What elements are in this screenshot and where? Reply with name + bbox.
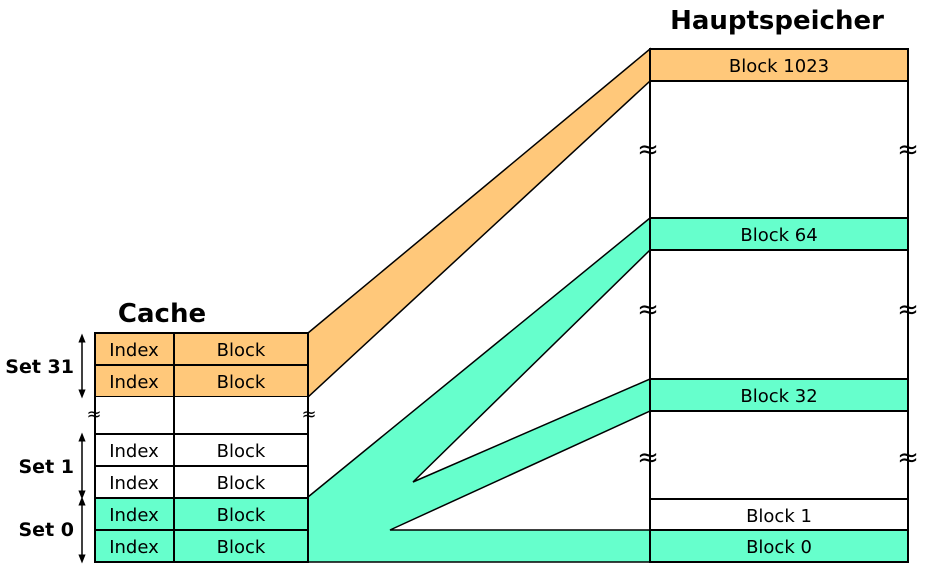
- cache-row-block: [173, 433, 309, 467]
- memory-gap-right-2: ≈: [897, 295, 919, 325]
- memory-gap-left-1: ≈: [637, 135, 659, 165]
- memory-block-1023: [649, 48, 909, 82]
- cache-block-label: Block: [217, 372, 266, 393]
- cache-index-label: Index: [109, 473, 159, 494]
- memory-block-32-label: Block 32: [740, 386, 817, 407]
- cache-block-label: Block: [217, 340, 266, 361]
- band-set31-to-block1023: [307, 47, 651, 399]
- cache-index-label: Index: [109, 441, 159, 462]
- cache-index-label: Index: [109, 537, 159, 558]
- cache-row-block: [173, 465, 309, 499]
- memory-block-32: [649, 378, 909, 412]
- set-0-label: Set 0: [19, 519, 75, 541]
- cache-outline: [94, 332, 309, 563]
- cache-row-block: [173, 497, 309, 531]
- memory-block-64: [649, 217, 909, 251]
- main-memory: Block 1023 Block 64 Block 32 Block 1 Blo…: [637, 48, 919, 563]
- memory-block-1: [649, 498, 909, 531]
- memory-outline: [649, 48, 909, 563]
- memory-title: Hauptspeicher: [670, 6, 884, 36]
- set-labels: Set 31 Set 1 Set 0: [5, 333, 86, 564]
- cache-title: Cache: [118, 299, 206, 329]
- cache-block-label: Block: [217, 505, 266, 526]
- memory-block-1-label: Block 1: [746, 506, 812, 527]
- cache-block-label: Block: [217, 441, 266, 462]
- memory-block-0-label: Block 0: [746, 537, 812, 558]
- memory-block-0: [649, 529, 909, 563]
- cache-gap-area: [95, 397, 308, 434]
- cache-block-label: Block: [217, 537, 266, 558]
- cache-index-label: Index: [109, 505, 159, 526]
- memory-gap-left-2: ≈: [637, 295, 659, 325]
- cache-table: Index Block Index Block ≈ ≈ Index Block …: [86, 332, 317, 563]
- memory-block-64-label: Block 64: [740, 225, 817, 246]
- cache-block-label: Block: [217, 473, 266, 494]
- cache-index-label: Index: [109, 340, 159, 361]
- memory-block-1023-label: Block 1023: [729, 56, 829, 77]
- set-1-label: Set 1: [19, 456, 75, 478]
- memory-gap-right-1: ≈: [897, 135, 919, 165]
- set-31-label: Set 31: [5, 356, 74, 378]
- memory-gap-right-3: ≈: [897, 443, 919, 473]
- band-set0-to-blocks: [307, 216, 651, 563]
- cache-index-label: Index: [109, 372, 159, 393]
- memory-gap-left-3: ≈: [637, 443, 659, 473]
